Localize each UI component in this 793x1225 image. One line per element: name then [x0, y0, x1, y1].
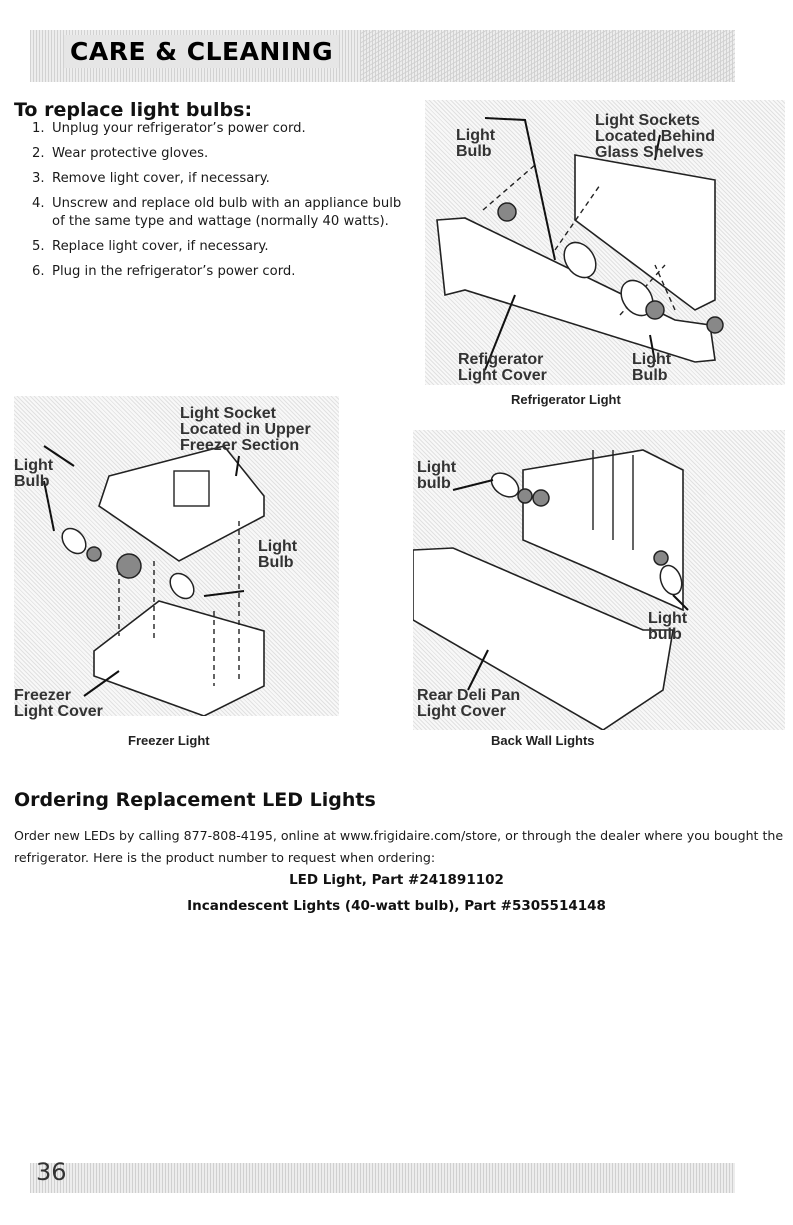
page-number: 36 — [36, 1158, 67, 1186]
freezer-light-illustration — [43, 445, 265, 716]
step-item: 1.Unplug your refrigerator’s power cord. — [32, 121, 306, 136]
refrigerator-light-caption: Refrigerator Light — [511, 392, 621, 407]
socket-icon — [706, 316, 724, 334]
bulb-icon — [659, 564, 683, 596]
bulb-icon — [563, 241, 597, 279]
step-item: 2.Wear protective gloves. — [32, 146, 209, 161]
step-item: 3.Remove light cover, if necessary. — [32, 171, 270, 186]
back-wall-housing — [522, 449, 684, 612]
refrigerator-socket-housing — [574, 154, 716, 311]
freezer-light-caption: Freezer Light — [128, 733, 210, 748]
freezer-cover-panel — [93, 600, 265, 716]
socket-icon — [645, 300, 665, 320]
step-item: 5.Replace light cover, if necessary. — [32, 239, 269, 254]
replace-heading: To replace light bulbs: — [14, 99, 253, 121]
step-item: 4.Unscrew and replace old bulb with an a… — [32, 196, 402, 229]
socket-icon — [517, 488, 533, 504]
section-title: CARE & CLEANING — [64, 35, 340, 68]
refrigerator-cover-panel — [436, 217, 716, 363]
footer-bar — [30, 1163, 735, 1193]
socket-icon — [653, 550, 669, 566]
step-item: 6.Plug in the refrigerator’s power cord. — [32, 264, 296, 279]
back-wall-lights-illustration — [413, 449, 689, 730]
banner-diagonal-hatch — [360, 30, 735, 82]
socket-icon — [116, 553, 142, 579]
bulb-icon — [169, 572, 195, 600]
bulb-icon — [490, 472, 520, 498]
deli-pan-cover — [413, 547, 674, 730]
refrigerator-light-illustration — [436, 117, 724, 371]
socket-icon — [86, 546, 102, 562]
led-part-number: LED Light, Part #241891102 — [289, 872, 504, 888]
socket-icon — [497, 202, 517, 222]
ordering-heading: Ordering Replacement LED Lights — [14, 789, 376, 811]
bulb-icon — [61, 527, 87, 555]
socket-icon — [532, 489, 550, 507]
incandescent-part-number: Incandescent Lights (40-watt bulb), Part… — [187, 898, 606, 914]
ordering-paragraph: Order new LEDs by calling 877-808-4195, … — [14, 828, 784, 865]
section-banner: CARE & CLEANING — [30, 30, 735, 82]
back-wall-lights-caption: Back Wall Lights — [491, 733, 595, 748]
replace-steps: 1.Unplug your refrigerator’s power cord.… — [14, 120, 434, 288]
